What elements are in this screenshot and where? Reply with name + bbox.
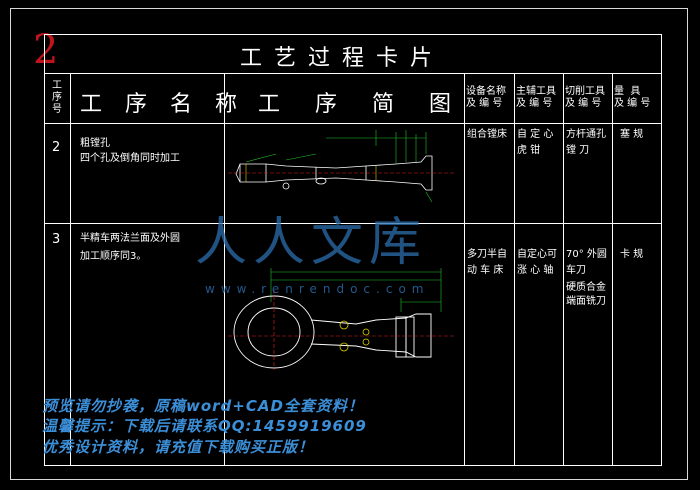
row1-cutting-line2: 镗 刀	[566, 145, 590, 156]
row1-cutting-line1: 方杆通孔	[566, 129, 606, 140]
card-title: 工艺过程卡片	[240, 46, 445, 71]
header-aux-tool: 主辅工具 及 编 号	[516, 86, 556, 109]
header-op-name: 工 序 名 称	[80, 92, 245, 117]
row1-equipment: 组合镗床	[467, 129, 507, 140]
row2-measuring: 卡 规	[620, 249, 644, 260]
table-border-top	[44, 34, 662, 35]
row1-seq: 2	[52, 140, 61, 155]
col-divider-1	[70, 73, 71, 466]
row2-equipment-line1: 多刀半自	[467, 249, 507, 260]
col-divider-6	[612, 73, 613, 466]
page-number: 2	[33, 27, 59, 73]
watermark-url: www.renrendoc.com	[205, 282, 430, 296]
row-divider	[44, 223, 662, 224]
row2-name-line1: 半精车两法兰面及外圆	[80, 233, 180, 244]
table-border-bottom	[44, 465, 662, 466]
row2-name-line2: 加工顺序同3。	[80, 251, 147, 262]
watermark-line3: 优秀设计资料，请充值下载购买正版！	[42, 438, 315, 456]
col-divider-3	[464, 73, 465, 466]
table-border-left	[44, 34, 45, 466]
row2-equipment-line2: 动 车 床	[467, 265, 504, 276]
row1-name-line1: 粗镗孔	[80, 138, 110, 149]
col-divider-5	[563, 73, 564, 466]
row2-cutting-line2: 车刀	[566, 265, 586, 276]
row2-cutting-line1: 70° 外圆	[566, 249, 607, 260]
row2-seq: 3	[52, 232, 61, 247]
watermark-line1: 预览请勿抄袭，原稿word+CAD全套资料！	[42, 397, 364, 415]
header-divider	[44, 123, 662, 124]
header-measuring-tool: 量 具 及 编 号	[614, 86, 651, 109]
sketch-op2-side-view	[228, 130, 456, 203]
header-op-sketch: 工 序 简 图	[258, 92, 465, 117]
sketch-op3-top-view	[228, 268, 456, 370]
header-equipment: 设备名称 及 编 号	[466, 86, 506, 109]
row1-measuring: 塞 规	[620, 129, 644, 140]
watermark-line2: 温馨提示：下载后请联系QQ:1459919609	[42, 417, 367, 435]
title-divider	[44, 73, 662, 74]
row1-aux-line1: 自 定 心	[517, 129, 554, 140]
row2-aux-line2: 涨 心 轴	[517, 265, 554, 276]
header-seq-no: 工 序 号	[52, 80, 62, 115]
row2-cutting-line3: 硬质合金	[566, 282, 606, 293]
col-divider-2	[224, 73, 225, 466]
row1-aux-line2: 虎 钳	[517, 145, 541, 156]
row1-name-line2: 四个孔及倒角同时加工	[80, 153, 180, 164]
drawing-frame	[10, 8, 688, 480]
watermark-center-text: 人人文库	[195, 213, 428, 273]
header-cutting-tool: 切削工具 及 编 号	[565, 86, 605, 109]
col-divider-4	[514, 73, 515, 466]
table-border-right	[661, 34, 662, 466]
row2-aux-line1: 自定心可	[517, 249, 557, 260]
row2-cutting-line4: 端面铣刀	[566, 296, 606, 307]
